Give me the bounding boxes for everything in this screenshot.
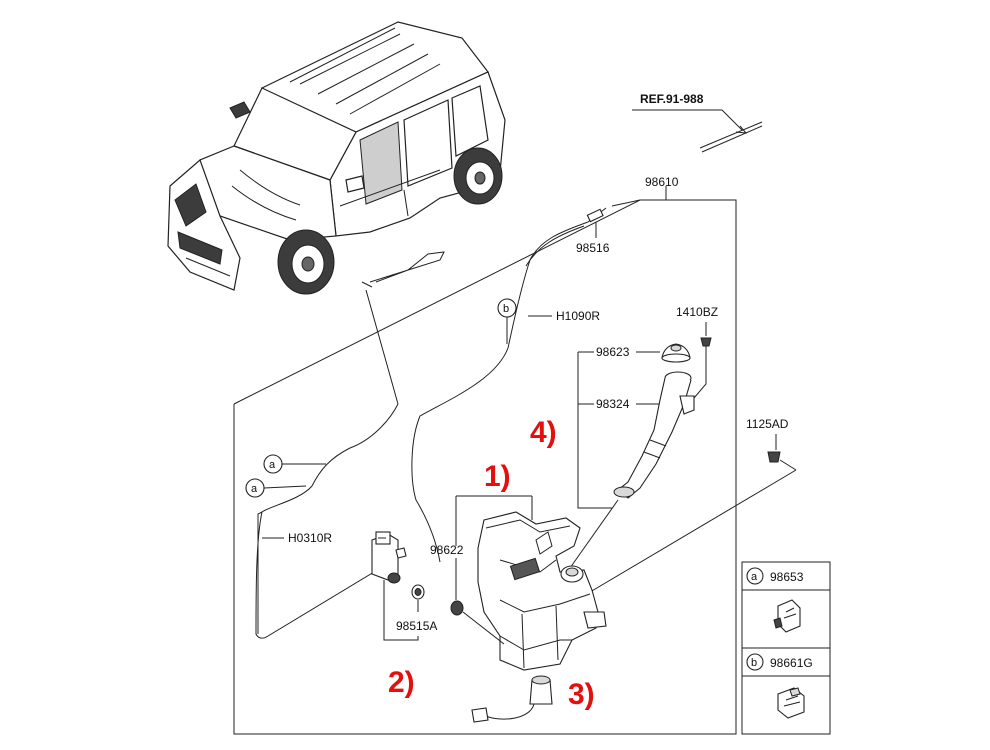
legend-part-98653: 98653 bbox=[770, 570, 804, 584]
marker-a-upper: a bbox=[263, 454, 326, 474]
clip-98661g-icon bbox=[777, 687, 805, 719]
hose-h1090r bbox=[411, 221, 589, 563]
assembly-outline bbox=[233, 186, 737, 735]
svg-text:a: a bbox=[751, 571, 758, 583]
callout-1: 1) bbox=[484, 460, 511, 493]
part-98324: 98324 bbox=[596, 397, 630, 411]
part-98622: 98622 bbox=[430, 543, 464, 557]
part-h0310r: H0310R bbox=[288, 531, 332, 545]
part-1410bz: 1410BZ bbox=[676, 305, 718, 319]
legend-row-b: b 98661G bbox=[746, 653, 813, 719]
marker-a-lower: a bbox=[245, 478, 307, 498]
filler-neck-98324 bbox=[569, 371, 695, 569]
callout-4: 4) bbox=[530, 416, 557, 449]
svg-text:a: a bbox=[251, 483, 258, 495]
part-98515a: 98515A bbox=[396, 619, 437, 633]
legend-part-98661g: 98661G bbox=[770, 656, 813, 670]
part-98516: 98516 bbox=[576, 241, 610, 255]
callout-2: 2) bbox=[388, 666, 415, 699]
part-h1090r: H1090R bbox=[556, 309, 600, 323]
clip-98653-icon bbox=[773, 599, 801, 633]
cap-98623 bbox=[661, 343, 691, 363]
part-1125ad: 1125AD bbox=[746, 417, 789, 431]
ref-label: REF.91-988 bbox=[640, 92, 704, 106]
legend-row-a: a 98653 bbox=[746, 567, 804, 633]
hose-h0310r bbox=[255, 403, 399, 639]
grommet-98622 bbox=[450, 600, 505, 645]
part-98623: 98623 bbox=[596, 345, 630, 359]
nozzle-98516 bbox=[586, 207, 607, 238]
marker-b: b bbox=[497, 298, 517, 344]
level-sensor bbox=[471, 675, 553, 723]
vehicle-illustration bbox=[167, 21, 506, 295]
svg-text:a: a bbox=[269, 459, 276, 471]
callout-3: 3) bbox=[568, 678, 595, 711]
front-wheel bbox=[277, 229, 335, 295]
washer-reservoir-98620 bbox=[477, 511, 607, 671]
svg-text:b: b bbox=[503, 303, 509, 315]
svg-text:b: b bbox=[751, 657, 757, 669]
washer-pump bbox=[371, 531, 407, 600]
fastener-1410bz bbox=[693, 337, 712, 399]
grommet-98515a bbox=[411, 584, 425, 612]
part-98610: 98610 bbox=[645, 175, 679, 189]
bolt-1125ad bbox=[579, 451, 797, 599]
legend-box: a 98653 b 98661G bbox=[741, 561, 831, 735]
rear-wheel bbox=[453, 147, 503, 205]
reference-callout: REF.91-988 bbox=[632, 92, 763, 153]
